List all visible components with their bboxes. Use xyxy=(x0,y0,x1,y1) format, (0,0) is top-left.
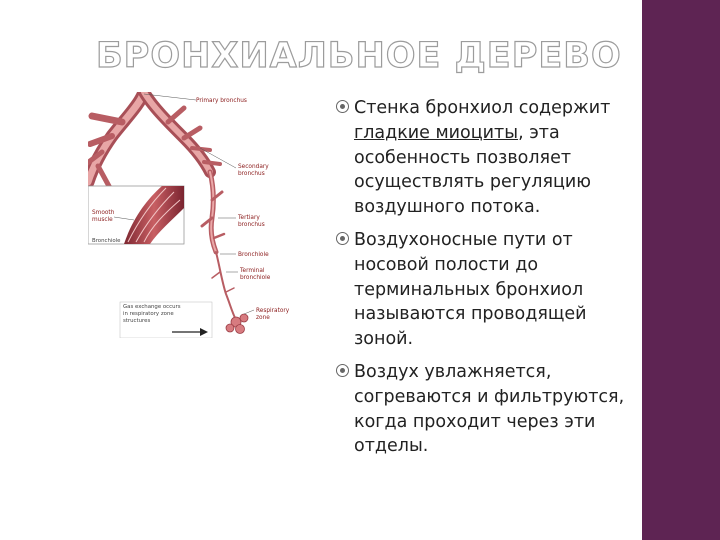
bronchiole-label: Bronchiole xyxy=(238,252,269,258)
alveoli-caption: structures xyxy=(123,318,150,324)
secondary-bronchus-label: bronchus xyxy=(238,171,265,177)
respiratory-zone-label: Respiratory xyxy=(256,308,290,314)
tertiary-bronchus-label: Tertiary xyxy=(237,215,260,221)
bronchiole-inset: Smooth muscle Bronchiole xyxy=(88,185,185,245)
bullet-item: Стенка бронхиол содержит гладкие миоциты… xyxy=(334,96,634,220)
inset-bronchiole-label: Bronchiole xyxy=(92,238,121,244)
bronchial-tree-illustration: Smooth muscle Bronchiole Gas exchange oc… xyxy=(88,92,314,338)
slide-title: БРОНХИАЛЬНОЕ ДЕРЕВО xyxy=(95,35,622,76)
terminal-bronchiole-label: bronchiole xyxy=(240,275,271,281)
bullet-circle-icon xyxy=(336,363,349,377)
diagram-labels: Primary bronchus Secondary bronchus Tert… xyxy=(143,93,290,321)
arrow-right-icon xyxy=(200,328,208,336)
smooth-muscle-label: muscle xyxy=(92,217,113,223)
sidebar-divider xyxy=(636,0,642,540)
respiratory-zone-label: zone xyxy=(256,315,270,321)
bullet-text-part: Стенка бронхиол содержит xyxy=(354,98,611,118)
bullet-text-part: , эта особенность позволяет осуществлять… xyxy=(354,122,592,218)
bullet-circle-icon xyxy=(336,231,349,245)
bullet-item: Воздух увлажняется, согреваются и фильтр… xyxy=(334,360,634,459)
terminal-bronchiole-label: Terminal xyxy=(239,268,265,274)
bullet-text: Воздухоносные пути от носовой полости до… xyxy=(354,229,587,350)
respiratory-zone-inset: Gas exchange occurs in respiratory zone … xyxy=(119,301,213,338)
bullet-circle-icon xyxy=(336,100,349,113)
bullet-text: Воздух увлажняется, согреваются и фильтр… xyxy=(354,361,625,457)
underlined-term: гладкие миоциты xyxy=(354,122,519,143)
tertiary-bronchus-label: bronchus xyxy=(238,222,265,228)
primary-bronchus-label: Primary bronchus xyxy=(196,98,247,104)
bullet-text: Стенка бронхиол содержит гладкие миоциты… xyxy=(354,98,610,217)
alveoli-caption: Gas exchange occurs xyxy=(123,304,181,310)
bullet-item: Воздухоносные пути от носовой полости до… xyxy=(334,228,634,352)
secondary-bronchus-label: Secondary xyxy=(238,164,269,170)
bronchial-tree xyxy=(88,92,249,334)
alveoli-caption: in respiratory zone xyxy=(123,311,174,317)
smooth-muscle-label: Smooth xyxy=(92,210,115,216)
decorative-sidebar xyxy=(642,0,720,540)
bullet-list: Стенка бронхиол содержит гладкие миоциты… xyxy=(334,96,634,467)
